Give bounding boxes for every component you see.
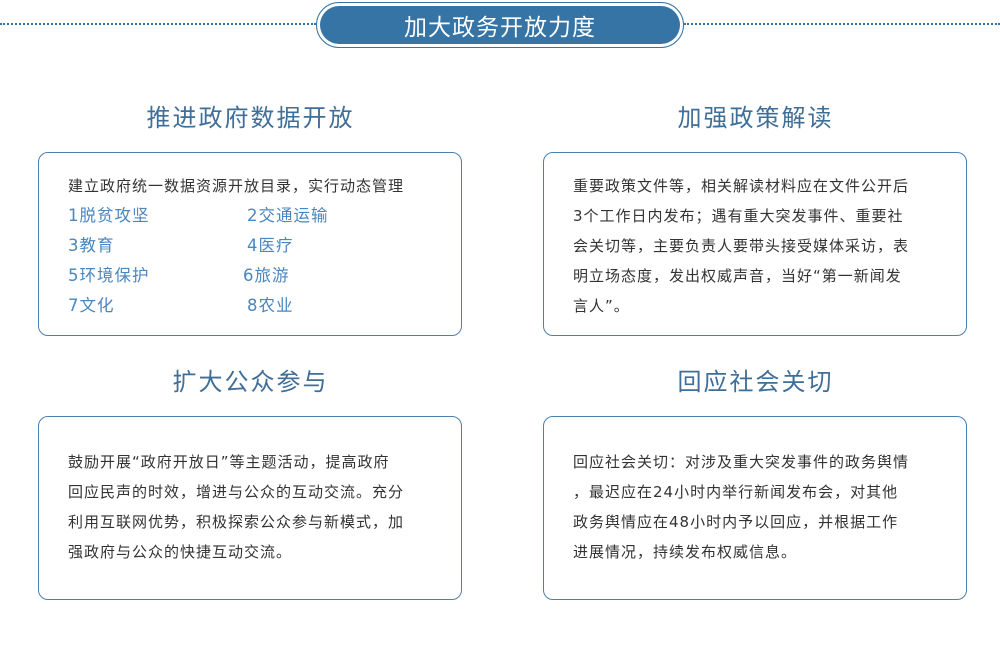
category-list: 1脱贫攻坚 2交通运输 3教育 4医疗 5环境保护 6旅游 7文化 8农业	[68, 201, 447, 321]
card-respond-concerns: 回应社会关切：对涉及重大突发事件的政务舆情 ，最迟应在24小时内举行新闻发布会，对…	[543, 416, 967, 600]
section-title-data-opening: 推进政府数据开放	[146, 104, 355, 132]
card-data-opening: 建立政府统一数据资源开放目录，实行动态管理 1脱贫攻坚 2交通运输 3教育 4医疗 5环…	[38, 152, 462, 336]
card-text-line: 回应民声的时效，增进与公众的互动交流。充分	[68, 483, 405, 501]
category-item: 8农业	[247, 296, 294, 315]
card-text-line: 3个工作日内发布；遇有重大突发事件、重要社	[573, 207, 904, 225]
section-title-policy-interpretation: 加强政策解读	[677, 104, 834, 132]
card-policy-interpretation: 重要政策文件等，相关解读材料应在文件公开后 3个工作日内发布；遇有重大突发事件、重…	[543, 152, 967, 336]
card-text-line: ，最迟应在24小时内举行新闻发布会，对其他	[573, 483, 899, 501]
card-text-line: 政务舆情应在48小时内予以回应，并根据工作	[573, 513, 899, 531]
card-text-line: 强政府与公众的快捷互动交流。	[68, 543, 293, 561]
card-text-line: 回应社会关切：对涉及重大突发事件的政务舆情	[573, 453, 910, 471]
category-item: 3教育	[68, 236, 115, 255]
card-text-line: 进展情况，持续发布权威信息。	[573, 543, 798, 561]
section-title-respond-concerns: 回应社会关切	[677, 368, 834, 396]
header-divider-right	[684, 23, 1000, 25]
header-banner: 加大政务开放力度	[316, 2, 684, 48]
card-text-line: 言人”。	[573, 297, 630, 315]
card-text-line: 明立场态度，发出权威声音，当好“第一新闻发	[573, 267, 902, 285]
category-item: 7文化	[68, 296, 115, 315]
category-item: 2交通运输	[247, 206, 329, 225]
card-text-line: 鼓励开展“政府开放日”等主题活动，提高政府	[68, 453, 390, 471]
category-item: 4医疗	[247, 236, 294, 255]
card-text-line: 重要政策文件等，相关解读材料应在文件公开后	[573, 177, 910, 195]
header-title: 加大政务开放力度	[320, 6, 680, 44]
card-intro: 建立政府统一数据资源开放目录，实行动态管理	[68, 177, 405, 195]
card-public-participation: 鼓励开展“政府开放日”等主题活动，提高政府回应民声的时效，增进与公众的互动交流。…	[38, 416, 462, 600]
card-text-line: 会关切等，主要负责人要带头接受媒体采访，表	[573, 237, 910, 255]
header-divider-left	[0, 23, 316, 25]
card-text-line: 利用互联网优势，积极探索公众参与新模式，加	[68, 513, 405, 531]
category-item: 5环境保护	[68, 266, 150, 285]
section-title-public-participation: 扩大公众参与	[172, 368, 329, 396]
category-item: 6旅游	[243, 266, 290, 285]
category-item: 1脱贫攻坚	[68, 206, 150, 225]
